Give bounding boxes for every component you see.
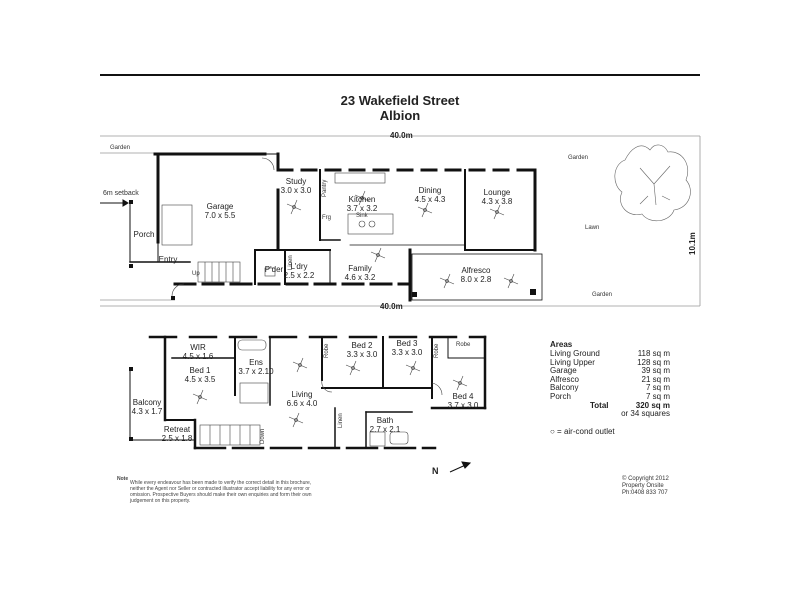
- stairs-up-label: Up: [192, 271, 200, 277]
- robe-label-bed2: Robe: [324, 343, 330, 358]
- upper-floor-fixtures: [199, 339, 443, 447]
- garden-right-label: Garden: [568, 155, 589, 161]
- room-powder: P'der: [264, 265, 284, 274]
- frontage-bottom-dimension: 40.0m: [380, 302, 403, 311]
- linen-label-ground: Linen: [288, 255, 294, 270]
- aircond-legend: ○ = air-cond outlet: [550, 426, 615, 436]
- structural-posts: [129, 200, 536, 441]
- linen-label-upper: Linen: [338, 413, 344, 428]
- north-label: N: [432, 466, 439, 476]
- air-cond-outlets: [192, 190, 519, 428]
- north-arrow-icon: [449, 461, 472, 473]
- ground-floor-walls: [129, 152, 543, 302]
- property-suburb: Albion: [379, 108, 421, 123]
- sink-label: Sink: [356, 213, 368, 219]
- stairs-down-label: Down: [260, 428, 266, 444]
- upper-floor-walls: [129, 335, 487, 450]
- fridge-label: Frg: [322, 215, 331, 221]
- setback-marker: [100, 199, 129, 207]
- setback-label: 6m setback: [103, 190, 139, 197]
- robe-label-bed4: Robe: [456, 342, 471, 348]
- robe-label-bed3: Robe: [434, 343, 440, 358]
- garden-left-label: Garden: [110, 145, 131, 151]
- frontage-top-dimension: 40.0m: [390, 131, 413, 140]
- room-porch: Porch: [133, 230, 155, 239]
- property-address: 23 Wakefield Street: [340, 93, 460, 108]
- site-boundary: [100, 135, 701, 307]
- pantry-label: Pantry: [322, 179, 328, 197]
- disclaimer-text: While every endeavour has been made to v…: [130, 480, 312, 504]
- areas-heading: Areas: [550, 340, 573, 349]
- copyright-block: © Copyright 2012 Property Onsite Ph:0408…: [622, 476, 669, 496]
- side-width-dimension: 10.1m: [688, 232, 697, 255]
- tree-symbol: [614, 144, 691, 222]
- areas-squares: or 34 squares: [621, 409, 670, 419]
- ground-floor-fixtures: [161, 157, 394, 297]
- lawn-label: Lawn: [585, 225, 600, 231]
- note-label: Note: [117, 476, 129, 482]
- room-entry: Entry: [158, 255, 178, 264]
- garden-bottom-label: Garden: [592, 292, 613, 298]
